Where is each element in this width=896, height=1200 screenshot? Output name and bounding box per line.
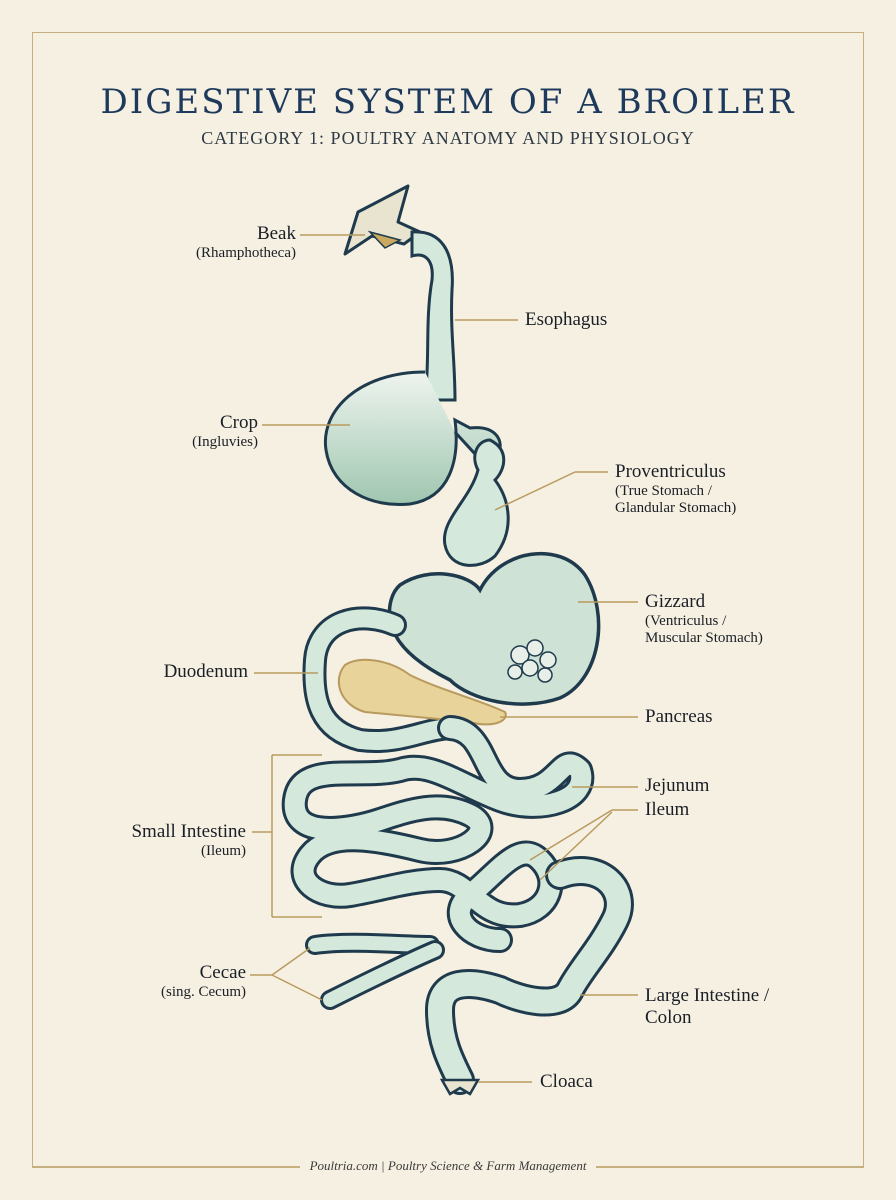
- page-title: DIGESTIVE SYSTEM OF A BROILER: [100, 82, 796, 122]
- beak-name: Beak: [256, 223, 296, 244]
- footer: Poultria.com | Poultry Science & Farm Ma…: [0, 1158, 896, 1174]
- leader-lines: [250, 234, 638, 1083]
- proventriculus-shape: [442, 438, 510, 567]
- cloaca-shape: [439, 1078, 481, 1096]
- footer-text: Poultria.com | Poultry Science & Farm Ma…: [299, 1158, 597, 1173]
- esophagus-name: Esophagus: [525, 309, 608, 330]
- label-gizzard: Gizzard (Ventriculus / Muscular Stomach): [645, 591, 763, 647]
- small-intestine-sub: (Ileum): [201, 842, 246, 859]
- label-esophagus: Esophagus: [525, 309, 607, 331]
- proventriculus-name: Proventriculus: [615, 461, 726, 482]
- label-duodenum: Duodenum: [100, 661, 248, 683]
- cecae-name: Cecae: [199, 962, 246, 983]
- jejunum-name: Jejunum: [645, 775, 710, 796]
- large-intestine-name2: Colon: [645, 1006, 692, 1028]
- pancreas-shape: [337, 658, 507, 726]
- duodenum-name: Duodenum: [163, 661, 248, 682]
- label-crop: Crop (Ingluvies): [110, 412, 258, 451]
- label-pancreas: Pancreas: [645, 706, 713, 728]
- label-large-intestine: Large Intestine / Colon: [645, 985, 769, 1029]
- label-ileum: Ileum: [645, 799, 689, 821]
- small-intestine-coils: [281, 715, 595, 953]
- label-proventriculus: Proventriculus (True Stomach / Glandular…: [615, 461, 736, 517]
- gizzard-name: Gizzard: [645, 591, 706, 612]
- crop-sub: (Ingluvies): [192, 433, 258, 450]
- crop-name: Crop: [220, 412, 258, 433]
- beak-shape: [343, 184, 422, 256]
- label-cecae: Cecae (sing. Cecum): [100, 962, 246, 1001]
- ileum-name: Ileum: [645, 799, 690, 820]
- proventriculus-sub2: Glandular Stomach): [615, 500, 737, 517]
- pancreas-name: Pancreas: [645, 706, 713, 727]
- esophagus-shape: [410, 230, 457, 402]
- label-beak: Beak (Rhamphotheca): [150, 223, 296, 262]
- cecae-sub: (sing. Cecum): [161, 983, 246, 1000]
- large-intestine-name: Large Intestine /: [645, 985, 770, 1006]
- grit-stones: [507, 639, 557, 683]
- label-jejunum: Jejunum: [645, 775, 709, 797]
- small-intestine-name: Small Intestine: [131, 821, 246, 842]
- cecae-shapes: [305, 932, 445, 1010]
- proventriculus-sub1: (True Stomach /: [615, 482, 712, 499]
- label-small-intestine: Small Intestine (Ileum): [80, 821, 246, 860]
- cloaca-name: Cloaca: [540, 1071, 593, 1092]
- gizzard-sub2: Muscular Stomach): [645, 630, 763, 647]
- label-cloaca: Cloaca: [540, 1071, 593, 1093]
- colon-shape: [425, 856, 634, 1095]
- page-subtitle: CATEGORY 1: POULTRY ANATOMY AND PHYSIOLO…: [201, 128, 695, 148]
- gizzard-sub1: (Ventriculus /: [645, 612, 727, 629]
- beak-sub: (Rhamphotheca): [196, 244, 296, 261]
